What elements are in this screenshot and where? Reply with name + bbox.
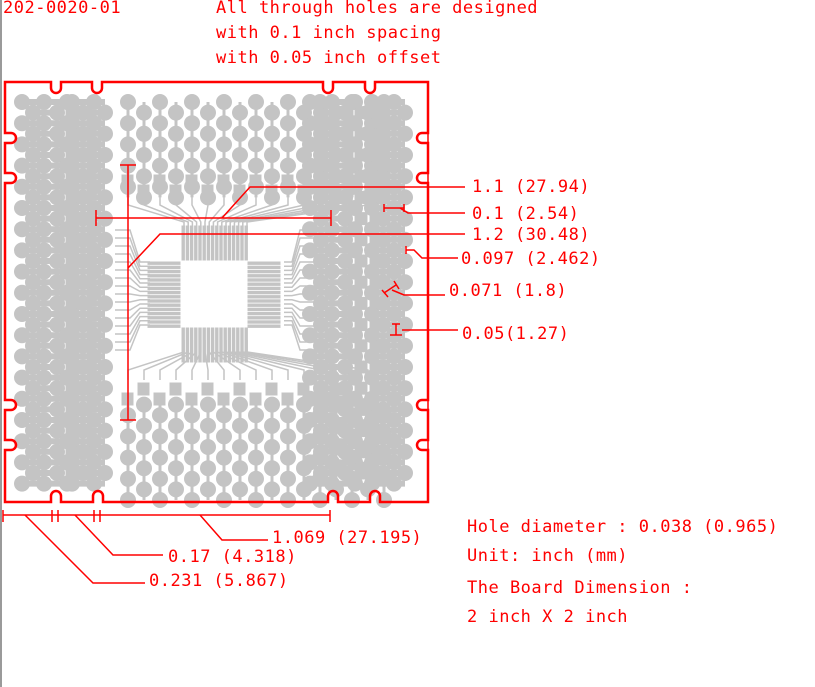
dim-label-0-097: 0.097 (2.462) <box>461 249 601 269</box>
dim-label-1-2: 1.2 (30.48) <box>472 225 591 245</box>
note-line-2: with 0.1 inch spacing <box>216 23 442 43</box>
dim-label-0-071: 0.071 (1.8) <box>449 281 568 301</box>
copper-layer <box>14 94 413 508</box>
part-number: 202-0020-01 <box>3 0 122 18</box>
board-dimension-value: 2 inch X 2 inch <box>467 607 629 627</box>
dim-label-0-05: 0.05(1.27) <box>462 324 570 344</box>
dim-label-0-1: 0.1 (2.54) <box>472 204 580 224</box>
window-left-edge <box>0 0 2 687</box>
hole-diameter-note: Hole diameter : 0.038 (0.965) <box>467 517 779 537</box>
unit-note: Unit: inch (mm) <box>467 546 629 566</box>
note-line-1: All through holes are designed <box>216 0 539 18</box>
dimension-lines <box>2 82 465 584</box>
dim-label-0-17: 0.17 (4.318) <box>168 547 297 567</box>
note-line-3: with 0.05 inch offset <box>216 48 442 68</box>
dim-label-0-231: 0.231 (5.867) <box>149 571 289 591</box>
board-dimension-label: The Board Dimension : <box>467 578 693 598</box>
dim-label-1-069: 1.069 (27.195) <box>272 528 423 548</box>
dim-label-1-1: 1.1 (27.94) <box>472 177 591 197</box>
